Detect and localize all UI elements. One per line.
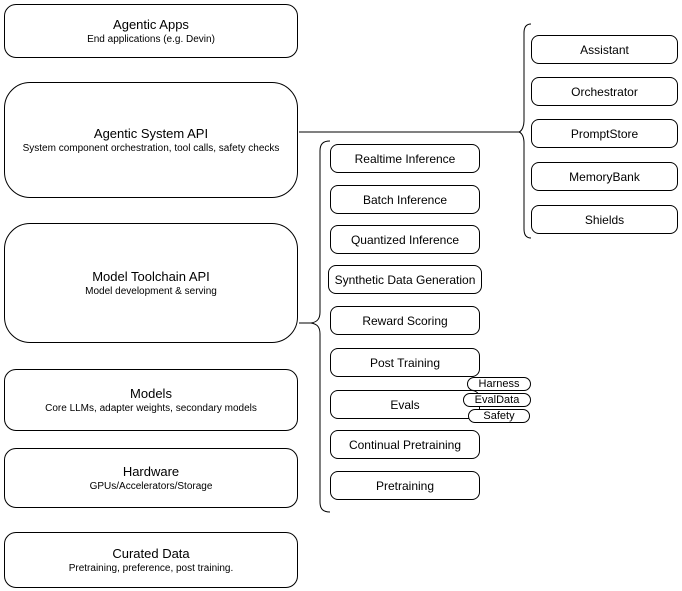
node-realtime-inference: Realtime Inference bbox=[330, 144, 480, 173]
node-post-training: Post Training bbox=[330, 348, 480, 377]
node-title: Model Toolchain API bbox=[92, 268, 210, 284]
node-label: Synthetic Data Generation bbox=[334, 272, 476, 287]
node-label: Realtime Inference bbox=[354, 151, 456, 166]
node-label: Batch Inference bbox=[362, 192, 448, 207]
node-label: Reward Scoring bbox=[362, 313, 448, 328]
node-label: Shields bbox=[584, 212, 625, 227]
node-title: Agentic Apps bbox=[113, 16, 189, 32]
node-subtitle: Pretraining, preference, post training. bbox=[68, 562, 234, 574]
pill-harness: Harness bbox=[467, 377, 531, 391]
node-subtitle: GPUs/Accelerators/Storage bbox=[89, 480, 213, 492]
node-hardware: Hardware GPUs/Accelerators/Storage bbox=[4, 448, 298, 508]
node-subtitle: Core LLMs, adapter weights, secondary mo… bbox=[45, 402, 257, 414]
node-synthetic-data-generation: Synthetic Data Generation bbox=[328, 265, 482, 294]
node-orchestrator: Orchestrator bbox=[531, 77, 678, 106]
node-label: Assistant bbox=[580, 42, 629, 57]
system-components-brace bbox=[517, 23, 532, 239]
node-label: MemoryBank bbox=[569, 169, 640, 184]
pill-label: Harness bbox=[478, 378, 520, 390]
node-assistant: Assistant bbox=[531, 35, 678, 64]
node-subtitle: End applications (e.g. Devin) bbox=[87, 33, 215, 45]
node-models: Models Core LLMs, adapter weights, secon… bbox=[4, 369, 298, 431]
node-label: Quantized Inference bbox=[350, 232, 460, 247]
node-subtitle: System component orchestration, tool cal… bbox=[22, 142, 280, 154]
node-label: Orchestrator bbox=[571, 84, 638, 99]
node-quantized-inference: Quantized Inference bbox=[330, 225, 480, 254]
pill-label: EvalData bbox=[474, 394, 520, 406]
node-label: Pretraining bbox=[375, 478, 435, 493]
toolchain-brace bbox=[310, 140, 331, 513]
node-title: Agentic System API bbox=[93, 125, 209, 141]
node-promptstore: PromptStore bbox=[531, 119, 678, 148]
node-agentic-system-api: Agentic System API System component orch… bbox=[4, 82, 298, 198]
node-title: Models bbox=[130, 385, 172, 401]
node-batch-inference: Batch Inference bbox=[330, 185, 480, 214]
node-label: PromptStore bbox=[570, 126, 639, 141]
node-model-toolchain-api: Model Toolchain API Model development & … bbox=[4, 223, 298, 343]
node-memorybank: MemoryBank bbox=[531, 162, 678, 191]
node-pretraining: Pretraining bbox=[330, 471, 480, 500]
node-label: Continual Pretraining bbox=[348, 437, 462, 452]
node-curated-data: Curated Data Pretraining, preference, po… bbox=[4, 532, 298, 588]
node-reward-scoring: Reward Scoring bbox=[330, 306, 480, 335]
node-subtitle: Model development & serving bbox=[85, 285, 217, 297]
node-title: Curated Data bbox=[112, 545, 190, 561]
node-title: Hardware bbox=[122, 463, 180, 479]
pill-evaldata: EvalData bbox=[463, 393, 531, 407]
node-evals: Evals bbox=[330, 390, 480, 419]
node-agentic-apps: Agentic Apps End applications (e.g. Devi… bbox=[4, 4, 298, 58]
node-continual-pretraining: Continual Pretraining bbox=[330, 430, 480, 459]
node-label: Post Training bbox=[369, 355, 441, 370]
pill-label: Safety bbox=[483, 410, 515, 422]
node-label: Evals bbox=[390, 397, 420, 412]
node-shields: Shields bbox=[531, 205, 678, 234]
pill-safety: Safety bbox=[468, 409, 530, 423]
